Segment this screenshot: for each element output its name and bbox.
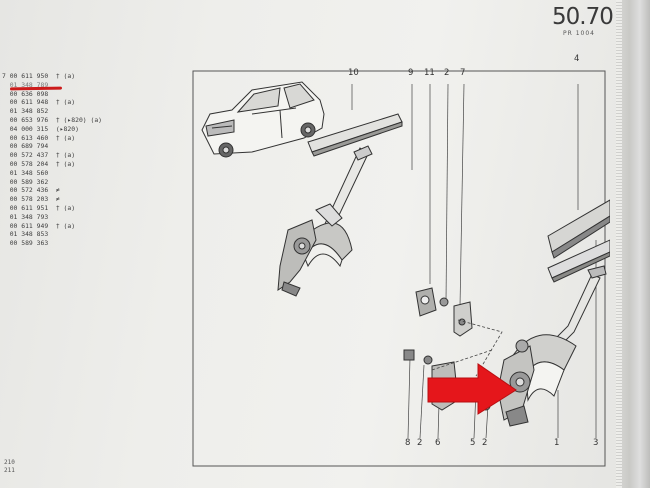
parts-list-row: 01 348 853	[2, 230, 49, 239]
parts-list-row: 01 348 793	[2, 212, 49, 221]
leader-lines	[351, 83, 597, 439]
parts-list-row: 00 572 436 ≠	[2, 186, 60, 195]
parts-list-row: 00 689 794	[2, 142, 49, 151]
car-illustration	[201, 81, 325, 158]
ref-label-7: 7	[460, 68, 466, 78]
page-number-left-2: 211	[4, 467, 15, 474]
ref-label-6: 6	[435, 438, 441, 448]
parts-list-row: 01 348 789	[2, 80, 49, 89]
ref-label-8: 8	[405, 438, 411, 448]
parts-number-list: 7 00 611 950 † (a) 01 348 789 00 636 098…	[2, 72, 102, 248]
parts-list-row: 04 000 315 (▸820)	[2, 124, 79, 133]
parts-list-row: 00 611 949 † (a)	[2, 221, 76, 230]
parts-list-row: 00 589 363	[2, 239, 49, 248]
page-number-left: 210	[4, 459, 15, 466]
parts-list-row: 00 611 948 † (a)	[2, 98, 76, 107]
parts-list-row: 00 611 951 † (a)	[2, 203, 76, 212]
ref-label-10: 10	[348, 68, 359, 78]
parts-list-row: 00 613 460 † (a)	[2, 133, 76, 142]
window-regulator-left	[277, 145, 373, 297]
parts-list-row: 00 578 204 † (a)	[2, 159, 76, 168]
parts-list-row: 01 348 852	[2, 107, 49, 116]
parts-list-row: 00 589 362	[2, 177, 49, 186]
ref-label-4: 4	[574, 54, 580, 64]
page-edges	[616, 0, 622, 488]
ref-label-2-top: 2	[444, 68, 450, 78]
parts-list-row: 00 636 098	[2, 89, 49, 98]
parts-list-row: 00 653 976 † (▸820) (a)	[2, 115, 103, 124]
ref-label-5: 5	[470, 438, 476, 448]
assembly-dashed-lines	[431, 319, 503, 377]
ref-label-11: 11	[424, 68, 435, 78]
ref-label-3: 3	[593, 438, 599, 448]
ref-label-2-bottom-a: 2	[417, 438, 423, 448]
section-subcode: PR 1004	[563, 30, 595, 37]
parts-list-row: 01 348 560	[2, 168, 49, 177]
parts-list-row: 00 572 437 † (a)	[2, 151, 76, 160]
section-code: 50.70	[552, 4, 614, 30]
ref-label-2-bottom-b: 2	[482, 438, 488, 448]
ref-label-1: 1	[554, 438, 560, 448]
parts-list-row: 00 578 203 ≠	[2, 195, 60, 204]
parts-list-row: 7 00 611 950 † (a)	[2, 72, 76, 80]
glass-channel-part-4	[547, 199, 610, 283]
slide-rail-part-10	[307, 113, 403, 157]
ref-label-9: 9	[408, 68, 414, 78]
